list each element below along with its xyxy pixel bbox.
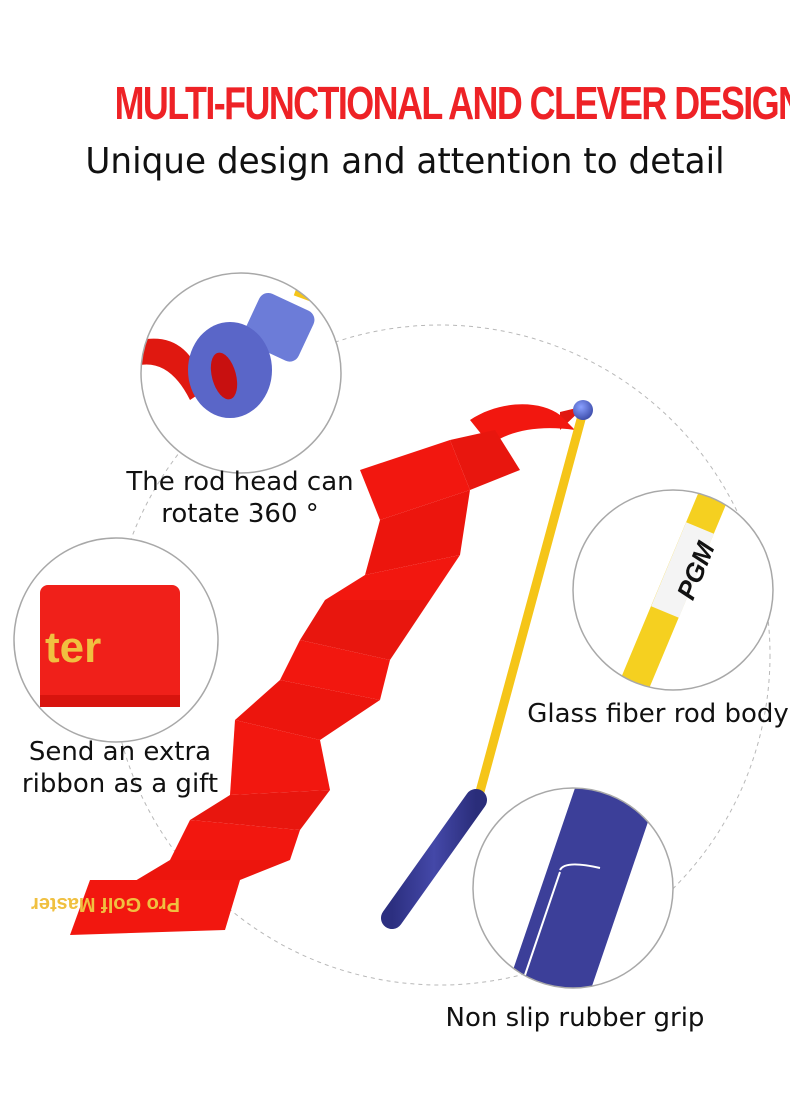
caption-line: The rod head can bbox=[126, 467, 354, 497]
feature-caption-rod-body: Glass fiber rod body bbox=[518, 698, 790, 730]
page-title: MULTI-FUNCTIONAL AND CLEVER DESIGN bbox=[114, 77, 790, 129]
callout-grip bbox=[472, 787, 674, 989]
feature-caption-ribbon: Send an extra ribbon as a gift bbox=[0, 736, 240, 800]
dashed-guide-circle bbox=[109, 324, 771, 986]
caption-line: Send an extra bbox=[28, 737, 212, 767]
ribbon-callout-text: ter bbox=[45, 623, 101, 672]
caption-line: Non slip rubber grip bbox=[445, 1003, 705, 1033]
trainer-rod bbox=[381, 400, 593, 929]
page-subtitle: Unique design and attention to detail bbox=[85, 141, 725, 182]
callout-rod-body: PGM bbox=[572, 489, 774, 691]
feature-caption-rod-head: The rod head can rotate 360 ° bbox=[110, 466, 370, 530]
callout-ribbon: ter bbox=[13, 537, 219, 743]
caption-line: rotate 360 ° bbox=[161, 499, 319, 529]
ribbon-print-text: Pro Golf Master bbox=[31, 893, 180, 915]
caption-line: Glass fiber rod body bbox=[527, 699, 789, 729]
feature-caption-grip: Non slip rubber grip bbox=[430, 1002, 720, 1034]
ribbon-graphic: Pro Golf Master bbox=[31, 404, 585, 935]
caption-line: ribbon as a gift bbox=[21, 769, 219, 799]
callout-rod-head bbox=[140, 272, 342, 474]
